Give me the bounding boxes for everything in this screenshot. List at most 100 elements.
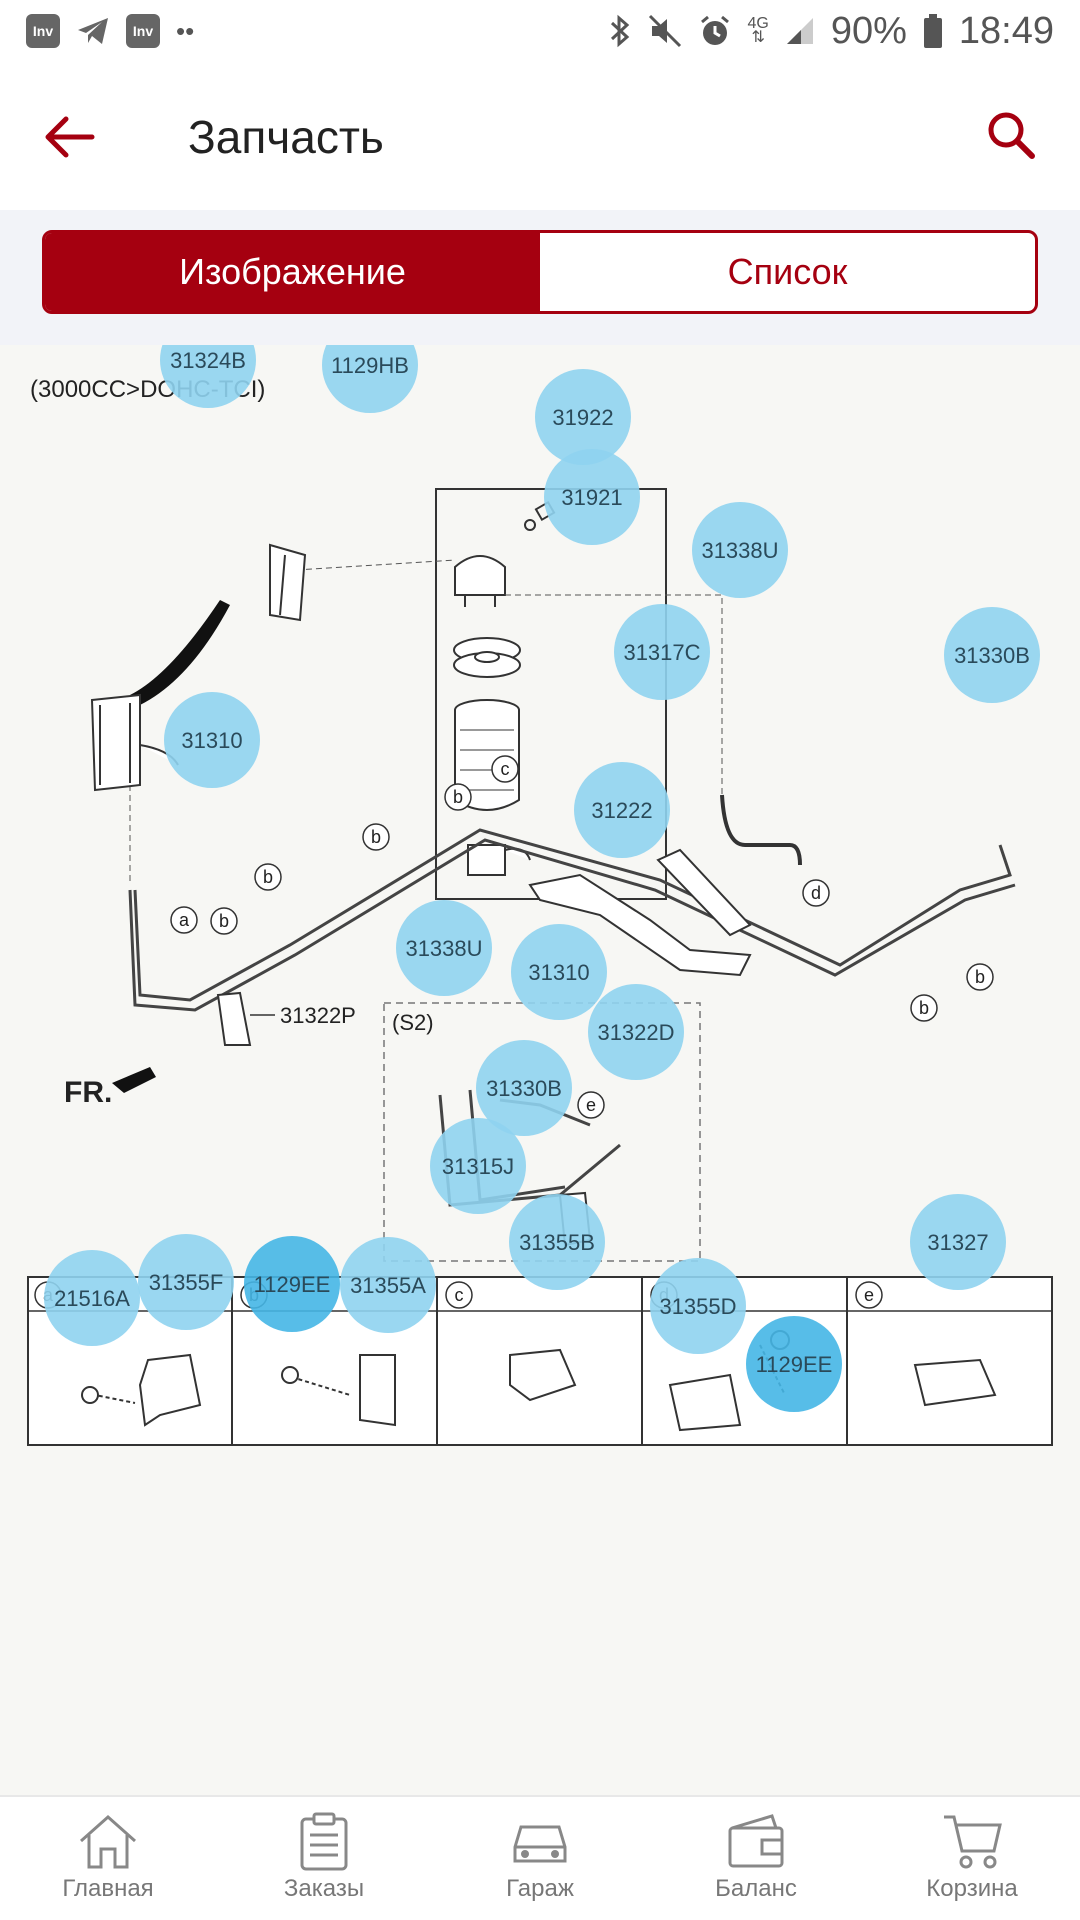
part-hotspot[interactable] (650, 1258, 746, 1354)
callout-letter: b (453, 787, 463, 807)
fuel-line-part (128, 828, 1016, 1012)
nav-item-orders[interactable]: Заказы (216, 1797, 432, 1920)
part-hotspot[interactable] (476, 1040, 572, 1136)
parts-diagram: (3000CC>DOHC-TCI) (0, 345, 1080, 1795)
callout-letter: b (371, 827, 381, 847)
alarm-icon (698, 14, 732, 48)
tab-list[interactable]: Список (727, 251, 848, 292)
part-hotspot[interactable] (44, 1250, 140, 1346)
part-hotspot[interactable] (544, 449, 640, 545)
more-notifications-indicator: •• (176, 15, 195, 46)
part-number-label[interactable]: 31922 (552, 405, 613, 430)
wallet-icon (721, 1809, 791, 1873)
filter-gasket-part (453, 637, 521, 678)
page-title: Запчасть (188, 111, 384, 163)
part-number-label[interactable]: 31355B (519, 1230, 595, 1255)
kit-parts-sketches (81, 1330, 997, 1432)
part-number-label[interactable]: 31355D (659, 1294, 736, 1319)
part-number-label[interactable]: 31315J (442, 1154, 514, 1179)
dashed-leader (505, 594, 723, 795)
part-number-label[interactable]: 31310 (181, 728, 242, 753)
view-toggle-area: Изображение Список (0, 210, 1080, 345)
callout-marker (910, 994, 938, 1022)
bottom-navigation: Главная Заказы Гараж Баланс Корзина (0, 1795, 1080, 1920)
part-number-label[interactable]: 31327 (927, 1230, 988, 1255)
home-icon (73, 1809, 143, 1873)
part-hotspot[interactable] (322, 345, 418, 413)
callout-marker (577, 1091, 605, 1119)
nav-label-home: Главная (62, 1875, 154, 1902)
status-left: Inv Inv •• (26, 14, 194, 48)
battery-icon (923, 14, 943, 48)
part-hotspot[interactable] (588, 984, 684, 1080)
front-direction-label: FR. (64, 1076, 112, 1109)
part-number-label[interactable]: 31355A (350, 1273, 426, 1298)
callout-marker (445, 1281, 473, 1309)
parts-diagram-svg: (3000CC>DOHC-TCI) (27, 345, 1053, 1446)
part-number-label[interactable]: 31338U (405, 936, 482, 961)
part-hotspot[interactable] (535, 369, 631, 465)
part-number-label[interactable]: 31317C (623, 640, 700, 665)
part-hotspot[interactable] (430, 1118, 526, 1214)
tube-bracket-part (528, 873, 752, 977)
part-number-label[interactable]: 1129EE (756, 1352, 833, 1377)
battery-percent: 90% (830, 9, 907, 52)
telegram-icon (76, 16, 110, 46)
mute-icon (648, 14, 682, 48)
part-number-label[interactable]: 31310 (528, 960, 589, 985)
part-number-label[interactable]: 31330B (954, 643, 1030, 668)
callout-marker (362, 823, 390, 851)
part-hotspot[interactable] (244, 1236, 340, 1332)
part-hotspot[interactable] (138, 1234, 234, 1330)
part-number-label[interactable]: 31355F (149, 1270, 224, 1295)
part-hotspot[interactable] (574, 762, 670, 858)
part-hotspot[interactable] (164, 692, 260, 788)
part-number-label[interactable]: 31222 (591, 798, 652, 823)
part-hotspot[interactable] (340, 1237, 436, 1333)
clock: 18:49 (958, 9, 1054, 52)
part-number-label[interactable]: 1129HB (331, 353, 409, 378)
part-number-label[interactable]: 31324B (170, 348, 246, 373)
part-hotspot[interactable] (160, 345, 256, 408)
nav-item-balance[interactable]: Баланс (648, 1797, 864, 1920)
back-button[interactable] (40, 107, 100, 167)
part-number-label[interactable]: 31330B (486, 1076, 562, 1101)
part-hotspot[interactable] (509, 1194, 605, 1290)
callout-letter: b (919, 998, 929, 1018)
part-number-label[interactable]: 1129EE (254, 1272, 331, 1297)
signal-icon (785, 16, 815, 46)
search-icon (988, 112, 1035, 159)
part-number-label[interactable]: 31322D (597, 1020, 674, 1045)
nav-item-garage[interactable]: Гараж (432, 1797, 648, 1920)
callout-letter: d (811, 883, 821, 903)
callout-marker (444, 783, 472, 811)
part-number-label[interactable]: 31322P (280, 1003, 356, 1028)
network-type-icon: 4G ⇅ (747, 15, 769, 46)
part-hotspot[interactable] (614, 604, 710, 700)
part-hotspot[interactable] (944, 607, 1040, 703)
network-type-label: 4G (747, 15, 769, 32)
nav-item-home[interactable]: Главная (0, 1797, 216, 1920)
nav-label-cart: Корзина (926, 1875, 1018, 1902)
part-hotspot[interactable] (692, 502, 788, 598)
part-hotspot[interactable] (746, 1316, 842, 1412)
line-bracket-part (656, 848, 752, 937)
part-number-label[interactable]: 31921 (561, 485, 622, 510)
part-number-label[interactable]: 21516A (54, 1286, 130, 1311)
cart-icon (937, 1809, 1007, 1873)
callout-marker (966, 963, 994, 991)
callout-marker (210, 907, 238, 935)
part-hotspot[interactable] (511, 924, 607, 1020)
search-button[interactable] (980, 104, 1042, 166)
nav-item-cart[interactable]: Корзина (864, 1797, 1080, 1920)
part-hotspot[interactable] (910, 1194, 1006, 1290)
nav-label-garage: Гараж (506, 1875, 574, 1902)
part-number-label[interactable]: 31338U (701, 538, 778, 563)
bracket-part (269, 543, 307, 622)
tab-image[interactable]: Изображение (45, 233, 540, 311)
s2-detail-label: (S2) (392, 1010, 434, 1035)
part-hotspot[interactable] (396, 900, 492, 996)
front-direction-arrow-icon (112, 1067, 156, 1093)
view-toggle: Изображение Список (42, 230, 1038, 314)
return-hose-part (720, 794, 802, 866)
